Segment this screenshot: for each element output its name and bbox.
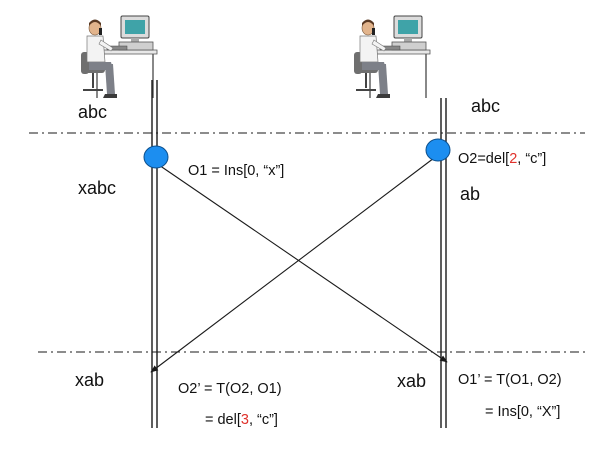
left-initial-state: abc bbox=[78, 102, 107, 122]
left-transform-line2: = del[3, “c”] bbox=[205, 412, 278, 428]
right-transform-line1: O1’ = T(O1, O2) bbox=[458, 372, 562, 388]
left-local-op: O1 = Ins[0, “x”] bbox=[188, 163, 284, 179]
op-node-o1 bbox=[143, 145, 169, 169]
user-at-computer-icon bbox=[80, 15, 158, 99]
arrow-o1-to-right-site bbox=[155, 162, 448, 363]
right-initial-state: abc bbox=[471, 96, 500, 116]
left-final-state: xab bbox=[75, 370, 104, 390]
op-node-o2 bbox=[425, 138, 451, 162]
left-state-after-o1: xabc bbox=[78, 178, 116, 198]
user-at-computer-icon bbox=[353, 15, 431, 99]
highlight-index: 3 bbox=[241, 412, 249, 428]
right-state-after-o2: ab bbox=[460, 184, 480, 204]
left-site-timeline bbox=[151, 80, 158, 428]
arrow-o2-to-left-site bbox=[150, 154, 439, 373]
right-transform-line2: = Ins[0, “X”] bbox=[485, 404, 560, 420]
highlight-index: 2 bbox=[509, 151, 517, 167]
right-final-state: xab bbox=[397, 371, 426, 391]
left-transform-line1: O2’ = T(O2, O1) bbox=[178, 381, 282, 397]
right-local-op: O2=del[2, “c”] bbox=[458, 151, 546, 167]
